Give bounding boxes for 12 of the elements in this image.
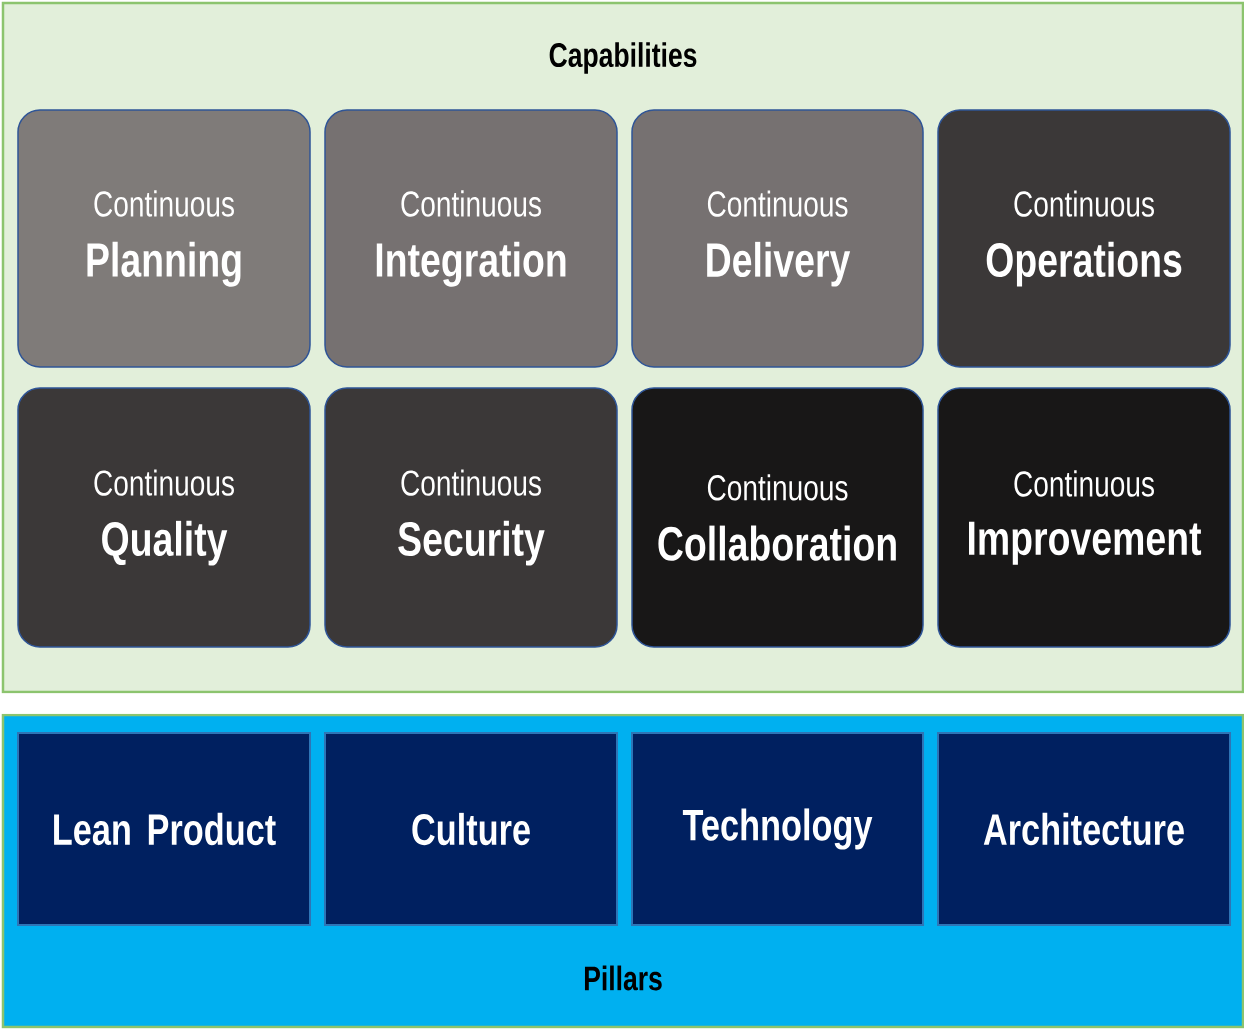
capability-box: Continuous Planning bbox=[17, 109, 311, 368]
capability-box: Continuous Operations bbox=[937, 109, 1231, 368]
capability-box: Continuous Delivery bbox=[631, 109, 924, 368]
pillar-box: Lean Product bbox=[17, 732, 311, 926]
pillar-box: Culture bbox=[324, 732, 618, 926]
capability-box: Continuous Collaboration bbox=[631, 387, 924, 648]
pillar-box: Architecture bbox=[937, 732, 1231, 926]
capability-box: Continuous Quality bbox=[17, 387, 311, 648]
capability-box: Continuous Integration bbox=[324, 109, 618, 368]
pillar-box: Technology bbox=[631, 732, 924, 926]
capability-box: Continuous Security bbox=[324, 387, 618, 648]
capability-box: Continuous Improvement bbox=[937, 387, 1231, 648]
